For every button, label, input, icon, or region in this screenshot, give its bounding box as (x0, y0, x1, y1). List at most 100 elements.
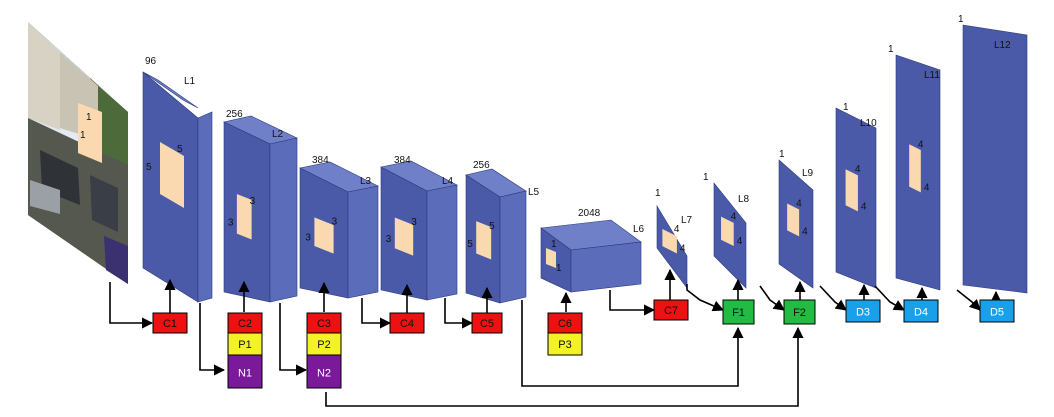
layer-id-label: L10 (860, 118, 877, 129)
connector-arrow (521, 300, 744, 387)
kernel-size-label: 4 (924, 182, 930, 193)
kernel-window (314, 217, 334, 254)
layer-top-face (142, 71, 199, 109)
norm-block-n1: N1 (227, 354, 263, 389)
layer-side-face (426, 184, 458, 301)
layer-id-label: L9 (802, 168, 814, 179)
kernel-size-label: 5 (489, 221, 495, 232)
layer-side-face (570, 241, 642, 293)
kernel-window (394, 217, 414, 256)
connector-arrow (759, 285, 785, 311)
input-kernel-size-a: 1 (86, 112, 92, 123)
connector-arrow (609, 290, 656, 316)
input-image: 1 1 (28, 22, 128, 284)
conv-block-c7: C7 (653, 299, 689, 321)
kernel-size-label: 3 (305, 232, 311, 243)
kernel-window (546, 248, 556, 268)
conv-block-c6: C6 (547, 312, 583, 334)
layer-id-label: L8 (738, 194, 750, 205)
pool-block-p3: P3 (547, 332, 583, 356)
conv-block-label: C1 (163, 318, 177, 330)
kernel-size-label: 4 (737, 236, 743, 247)
connector-arrow (361, 298, 392, 329)
conv-block-label: C7 (664, 305, 678, 317)
norm-block-label: N2 (317, 368, 331, 380)
kernel-window (476, 221, 492, 260)
layer-id-label: L2 (272, 129, 284, 140)
connection-arrows (109, 268, 1002, 407)
connector-arrow (686, 284, 725, 312)
kernel-size-label: 4 (802, 226, 808, 237)
connector-arrow (109, 282, 154, 329)
connector-arrow (279, 303, 308, 376)
pool-block-label: P1 (238, 339, 251, 351)
layer-sheet (962, 24, 1028, 294)
deconv-block-label: D5 (990, 306, 1004, 318)
channel-count-label: 1 (843, 102, 849, 113)
layer-id-label: L6 (633, 224, 645, 235)
layer-side-face (347, 185, 379, 299)
connector-arrow (444, 298, 474, 329)
kernel-size-label: 4 (731, 212, 737, 223)
norm-block-label: N1 (238, 368, 252, 380)
channel-count-label: 384 (394, 155, 411, 166)
deconv-block-d4: D4 (903, 299, 939, 323)
conv-block-c4: C4 (389, 312, 425, 334)
deconv-block-d3: D3 (845, 299, 881, 323)
conv-block-c5: C5 (471, 312, 503, 334)
pool-block-label: P2 (317, 339, 330, 351)
deconv-block-label: D4 (914, 306, 928, 318)
input-kernel (78, 103, 102, 163)
layer-id-label: L12 (994, 40, 1011, 51)
feature-map-layers: 5596L133256L233384L333384L455256L5112048… (142, 14, 1028, 304)
layer-id-label: L3 (360, 176, 372, 187)
conv-block-label: C4 (400, 318, 414, 330)
layer-id-label: L11 (924, 70, 940, 81)
kernel-window (721, 216, 734, 247)
kernel-size-label: 5 (146, 162, 152, 173)
conv-block-label: C3 (317, 318, 331, 330)
fusion-block-label: F1 (732, 307, 745, 319)
deconv-block-label: D3 (856, 306, 870, 318)
channel-count-label: 1 (779, 149, 785, 160)
kernel-size-label: 3 (411, 217, 417, 228)
layer-side-face (499, 190, 527, 304)
kernel-size-label: 4 (918, 139, 924, 150)
kernel-size-label: 3 (332, 217, 338, 228)
pool-block-label: P3 (558, 339, 571, 351)
deconv-block-d5: D5 (979, 299, 1015, 323)
fusion-block-f2: F2 (783, 299, 816, 325)
kernel-size-label: 5 (467, 239, 473, 250)
input-kernel-size-b: 1 (80, 130, 86, 141)
kernel-size-label: 3 (386, 234, 392, 245)
conv-block-c3: C3 (306, 312, 342, 334)
kernel-window (236, 194, 252, 240)
layer-id-label: L4 (442, 176, 454, 187)
kernel-window (909, 144, 921, 193)
pool-block-p2: P2 (306, 332, 342, 356)
kernel-window (845, 169, 858, 212)
connector-arrow (819, 285, 847, 311)
conv-block-c1: C1 (152, 312, 188, 334)
kernel-size-label: 4 (855, 164, 861, 175)
kernel-size-label: 4 (674, 224, 680, 235)
layer-id-label: L1 (184, 76, 196, 87)
kernel-window (662, 228, 677, 254)
channel-count-label: 1 (888, 44, 894, 55)
conv-block-label: C6 (558, 318, 572, 330)
connector-arrow (199, 303, 226, 376)
channel-count-label: 1 (958, 14, 964, 25)
kernel-size-label: 3 (228, 218, 234, 229)
